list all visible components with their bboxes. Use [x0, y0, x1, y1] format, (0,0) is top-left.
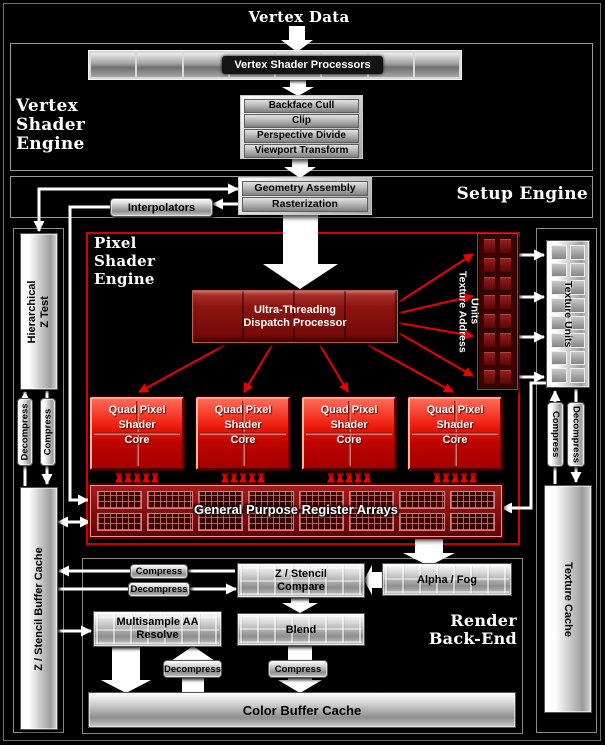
colorbuffer-decompress-box: Decompress	[163, 660, 222, 678]
z-stencil-compare-box: Z / Stencil Compare	[237, 563, 365, 598]
texture-compress-label: Compress	[550, 411, 561, 458]
texture-decompress-label: Decompress	[570, 405, 582, 464]
stage-rasterization: Rasterization	[242, 197, 368, 212]
register-arrays-label: General Purpose Register Arrays	[194, 502, 398, 517]
arrow-cull-to-geometry	[284, 157, 316, 178]
backend-compress-label: Compress	[135, 566, 183, 577]
stage-clip: Clip	[244, 114, 359, 128]
block-arrows	[101, 26, 455, 693]
dispatch-processor-label: Ultra-Threading Dispatch Processor	[243, 303, 347, 329]
hierarchical-z-test-label: Hierarchical Z Test	[26, 280, 51, 343]
pixel-shader-engine-label: Pixel Shader Engine	[94, 234, 156, 288]
stage-perspective-divide: Perspective Divide	[244, 129, 359, 143]
colorbuffer-compress-label: Compress	[274, 663, 322, 675]
texture-units-grid	[551, 245, 585, 383]
stage-viewport-transform: Viewport Transform	[244, 144, 359, 158]
depth-compress-label: Compress	[42, 408, 54, 456]
line-interpolators-to-registers	[68, 205, 110, 506]
quad-pixel-shader-core-4: Quad Pixel Shader Core	[408, 397, 502, 470]
blend-label: Blend	[285, 623, 317, 636]
z-stencil-buffer-cache-label: Z / Stencil Buffer Cache	[33, 546, 45, 671]
ultra-threading-dispatch-processor: Ultra-Threading Dispatch Processor	[192, 290, 398, 343]
colorbuffer-decompress-label: Decompress	[163, 663, 222, 675]
arrow-registers-to-alphafog	[403, 536, 455, 566]
vertex-shader-processors-label: Vertex Shader Processors	[222, 56, 383, 74]
line-textureunits-to-registers	[501, 381, 546, 514]
texture-decompress-box: Decompress	[567, 402, 585, 467]
texture-cache-box: Texture Cache	[544, 485, 592, 713]
arrow-msaa-to-colorbuffer	[101, 646, 151, 693]
blend-box: Blend	[237, 613, 365, 646]
arrow-processors-to-cull	[282, 80, 314, 96]
texture-units-label: Texture Units	[562, 280, 574, 348]
hierarchical-z-test-box: Hierarchical Z Test	[20, 233, 58, 390]
quad-pixel-shader-core-2: Quad Pixel Shader Core	[196, 397, 290, 470]
arrow-zcompare-to-blend	[282, 597, 318, 613]
texture-address-units-box	[477, 233, 518, 390]
backend-decompress-box: Decompress	[128, 582, 190, 597]
stage-geometry-assembly: Geometry Assembly	[242, 181, 368, 196]
render-back-end-label: Render Back-End	[428, 611, 517, 648]
multisample-aa-resolve-label: Multisample AA Resolve	[116, 616, 199, 641]
core-label: Quad Pixel Shader Core	[214, 404, 272, 446]
core-label: Quad Pixel Shader Core	[320, 404, 378, 446]
core-label: Quad Pixel Shader Core	[426, 404, 484, 446]
arrow-vertexdata-to-processors	[281, 26, 313, 52]
general-purpose-register-arrays	[90, 485, 502, 537]
alpha-fog-box: Alpha / Fog	[382, 563, 512, 596]
arrow-alphafog-to-zcompare	[364, 565, 383, 595]
backend-decompress-label: Decompress	[130, 584, 188, 595]
texture-cache-label: Texture Cache	[562, 561, 574, 637]
setup-engine-label: Setup Engine	[456, 184, 588, 204]
quad-pixel-shader-core-3: Quad Pixel Shader Core	[302, 397, 396, 470]
texture-address-units-label: Texture Address Units	[456, 270, 481, 353]
backend-compress-box: Compress	[130, 564, 188, 579]
interpolators-box: Interpolators	[110, 198, 213, 217]
vertex-stage-stack: Backface Cull Clip Perspective Divide Vi…	[240, 95, 363, 159]
depth-decompress-label: Decompress	[19, 403, 31, 461]
line-geometry-hierz	[33, 183, 239, 232]
multisample-aa-resolve-box: Multisample AA Resolve	[93, 611, 222, 647]
vertex-shader-engine-label: Vertex Shader Engine	[16, 96, 86, 154]
arrow-rasterization-to-dispatch	[263, 212, 338, 289]
texture-units-box: Texture Units	[546, 240, 590, 388]
quad-pixel-shader-core-1: Quad Pixel Shader Core	[90, 397, 184, 470]
color-buffer-cache-box: Color Buffer Cache	[88, 692, 516, 728]
outer-frame	[3, 3, 601, 741]
diagram-title: Vertex Data	[248, 8, 350, 26]
color-buffer-cache-label: Color Buffer Cache	[242, 702, 362, 718]
depth-compress-box: Compress	[40, 398, 56, 466]
colorbuffer-compress-box: Compress	[268, 660, 328, 678]
red-dispatch-arrows	[138, 253, 474, 393]
stage-backface-cull: Backface Cull	[244, 99, 359, 113]
core-label: Quad Pixel Shader Core	[108, 404, 166, 446]
core-register-arrows	[115, 472, 477, 483]
z-stencil-compare-label: Z / Stencil Compare	[275, 567, 327, 593]
setup-stage-stack: Geometry Assembly Rasterization	[238, 177, 372, 215]
z-stencil-buffer-cache-box: Z / Stencil Buffer Cache	[20, 487, 58, 730]
texture-compress-box: Compress	[547, 402, 564, 467]
depth-decompress-box: Decompress	[17, 398, 33, 466]
alpha-fog-label: Alpha / Fog	[417, 573, 477, 586]
